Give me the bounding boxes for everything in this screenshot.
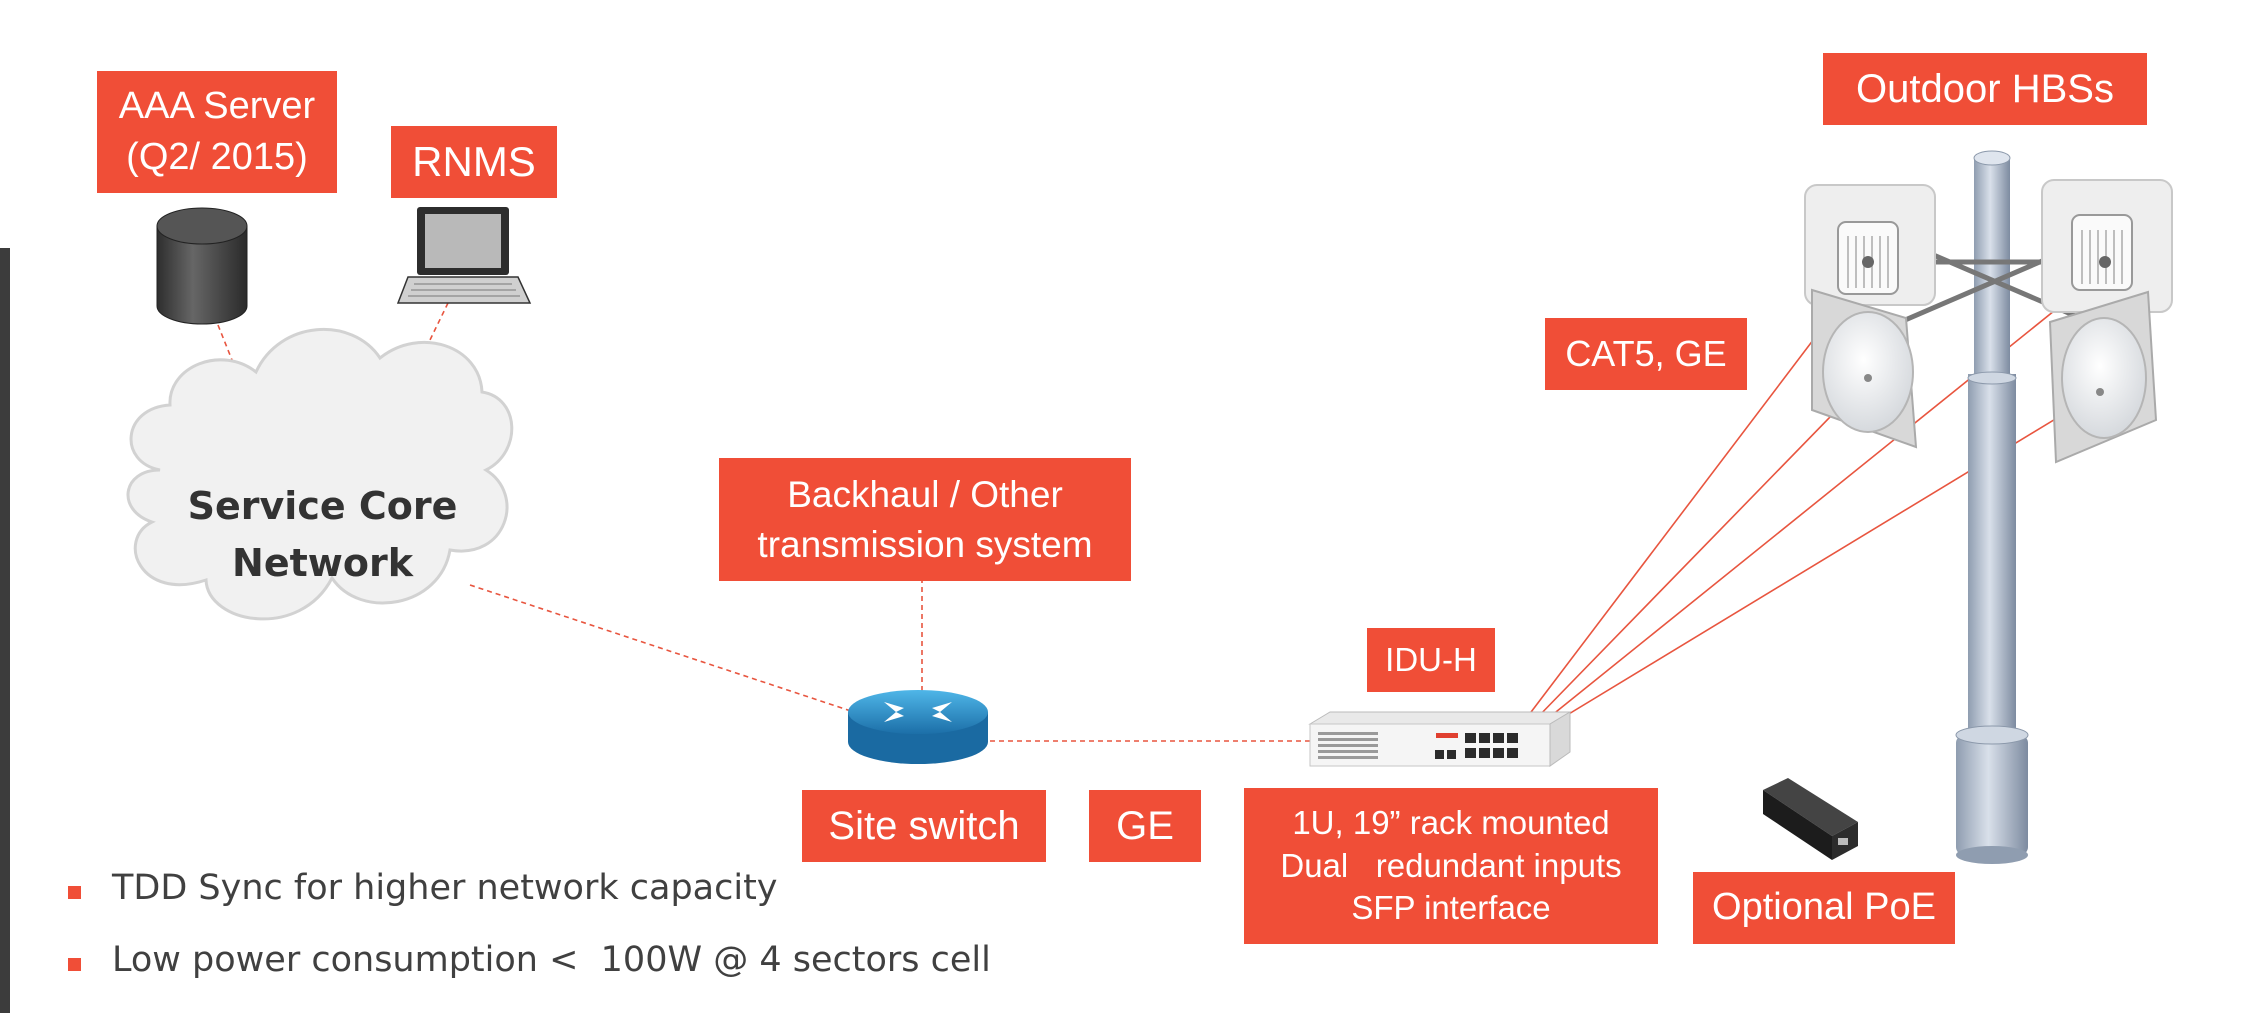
antenna-dish-front-right (2048, 290, 2158, 464)
idu-device-icon (1308, 711, 1572, 767)
laptop-icon (396, 207, 532, 304)
cat5-line-4 (1548, 391, 2101, 727)
idu-specs-line3: SFP interface (1351, 889, 1551, 927)
backhaul-label-line2: transmission system (757, 523, 1093, 565)
bullet-square-icon (68, 886, 81, 899)
cloud-label: Service Core Network (150, 478, 495, 592)
antenna-panel-back-left (1804, 184, 1936, 306)
slide-edge-bar (0, 248, 10, 1013)
idu-h-label: IDU-H (1367, 628, 1495, 692)
cloud-to-switch-link (469, 584, 861, 715)
outdoor-hbss-label: Outdoor HBSs (1823, 53, 2147, 125)
bullet-item: Low power consumption < 100W @ 4 sectors… (62, 940, 991, 1012)
poe-injector-icon (1763, 778, 1858, 860)
cloud-label-line1: Service Core (187, 484, 458, 528)
backhaul-label-line1: Backhaul / Other (787, 473, 1063, 515)
rnms-label: RNMS (391, 126, 557, 198)
idu-specs-line2: Dual redundant inputs (1280, 846, 1622, 884)
bullet-text: Low power consumption < 100W @ 4 sectors… (112, 940, 991, 980)
antenna-panel-back-right (2041, 179, 2173, 313)
router-icon (848, 690, 988, 764)
cloud-icon (126, 328, 514, 621)
bullet-square-icon (68, 958, 81, 971)
idu-specs-label: 1U, 19” rack mounted Dual redundant inpu… (1244, 788, 1658, 944)
aaa-server-label: AAA Server (Q2/ 2015) (97, 71, 337, 193)
antenna-dish-front-left (1811, 288, 1918, 449)
optional-poe-label: Optional PoE (1693, 872, 1955, 944)
feature-bullet-list: TDD Sync for higher network capacity Low… (62, 868, 991, 1012)
bullet-text: TDD Sync for higher network capacity (112, 868, 778, 908)
aaa-server-label-line1: AAA Server (118, 84, 316, 127)
backhaul-label: Backhaul / Other transmission system (719, 458, 1131, 581)
cat5-line-2 (1532, 377, 1869, 723)
cat5-ge-label: CAT5, GE (1545, 318, 1747, 390)
cloud-label-line2: Network (232, 541, 413, 585)
bullet-item: TDD Sync for higher network capacity (62, 868, 991, 940)
ge-label: GE (1089, 790, 1201, 862)
database-icon (156, 207, 248, 325)
mast-antenna-icon (1804, 150, 2173, 864)
site-switch-label: Site switch (802, 790, 1046, 862)
idu-specs-line1: 1U, 19” rack mounted (1292, 803, 1610, 841)
aaa-server-label-line2: (Q2/ 2015) (126, 136, 308, 178)
